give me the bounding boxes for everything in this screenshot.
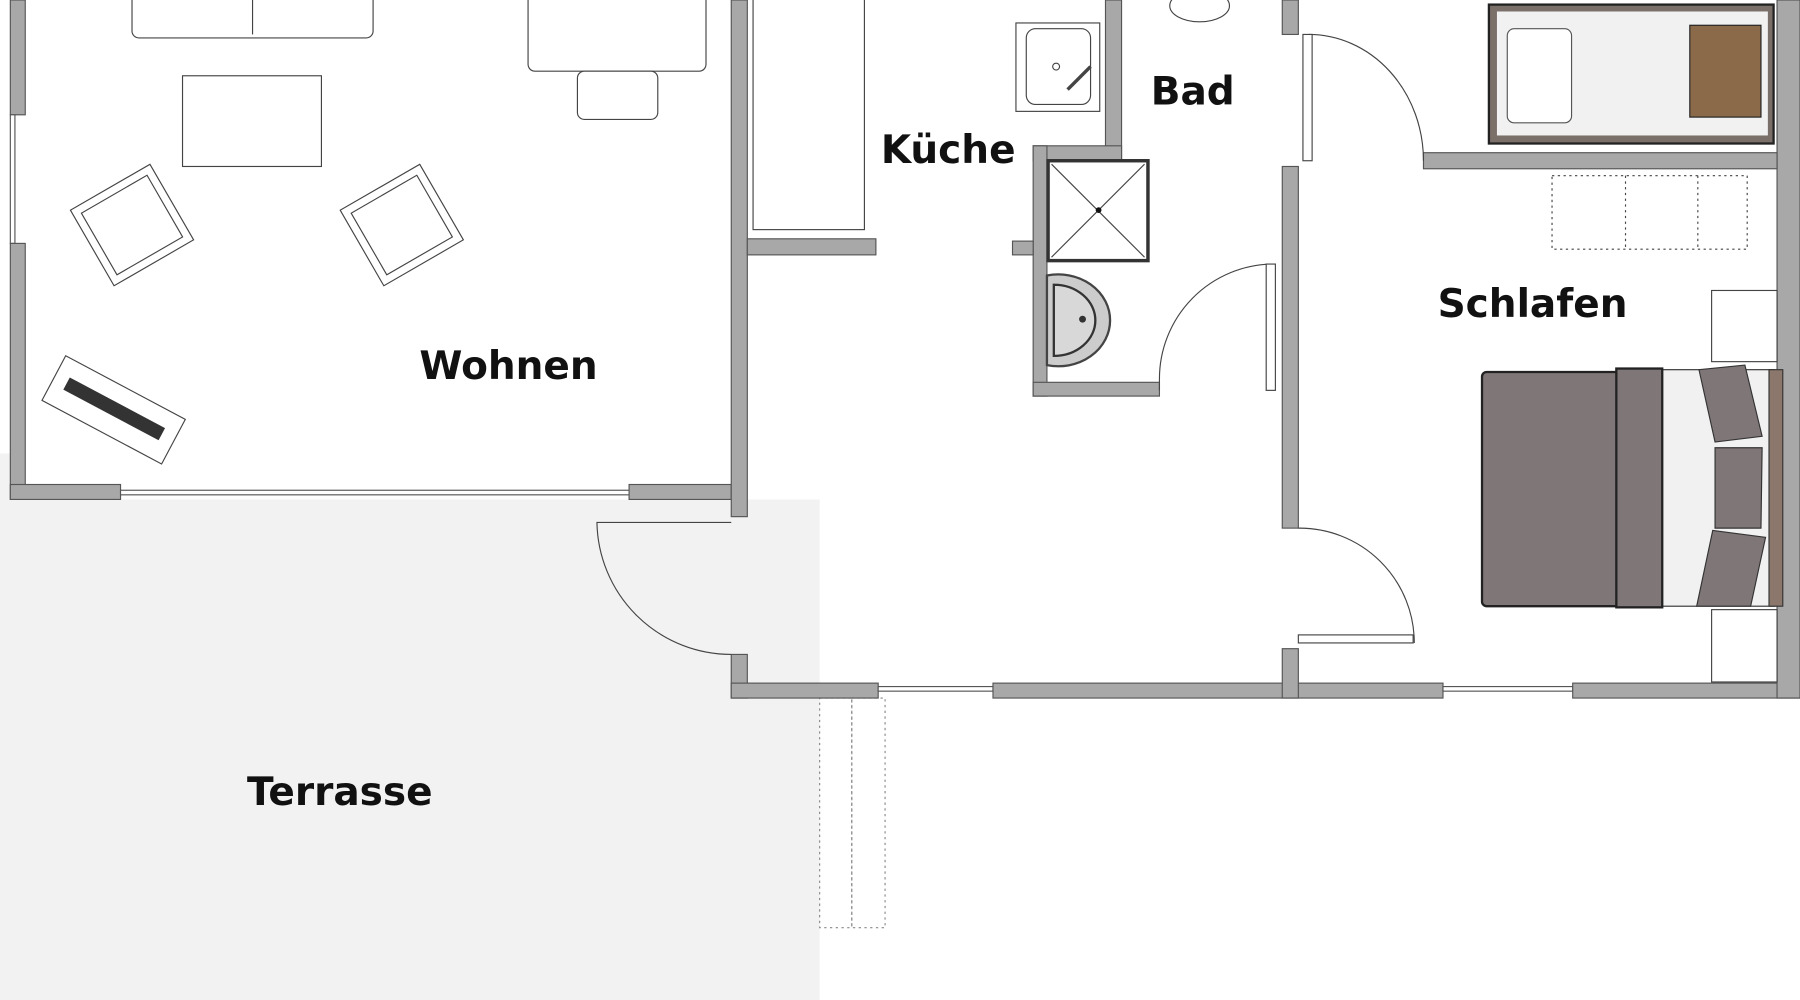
room-label-wohnen: Wohnen: [419, 344, 597, 389]
toilet: [1169, 0, 1231, 23]
terrace-edge: [0, 453, 11, 500]
walls: [9, 0, 1800, 699]
cushion-chair-right: [339, 163, 465, 287]
shower: [1046, 159, 1150, 263]
washbasin: [1045, 273, 1112, 368]
double-bed: [1480, 364, 1784, 609]
terrace-area: [0, 499, 820, 1000]
coffee-table: [181, 75, 323, 168]
room-label-bad: Bad: [1151, 70, 1235, 115]
room-label-terrasse: Terrasse: [247, 770, 433, 815]
nightstand-bottom: [1711, 609, 1778, 683]
entrance-steps: [819, 697, 886, 929]
cushion-chair-left: [69, 163, 195, 287]
room-label-kueche: Küche: [881, 128, 1016, 173]
nightstand-top: [1711, 289, 1778, 363]
single-bed: [1487, 3, 1775, 145]
kitchen-sink: [1015, 22, 1101, 112]
doors: [596, 33, 1425, 655]
armchair: [527, 0, 707, 120]
sofa: [131, 0, 374, 39]
tv-stand: [41, 354, 187, 465]
wardrobe: [1551, 175, 1748, 250]
room-label-schlafen: Schlafen: [1438, 282, 1628, 327]
kitchen-counter: [752, 0, 865, 231]
